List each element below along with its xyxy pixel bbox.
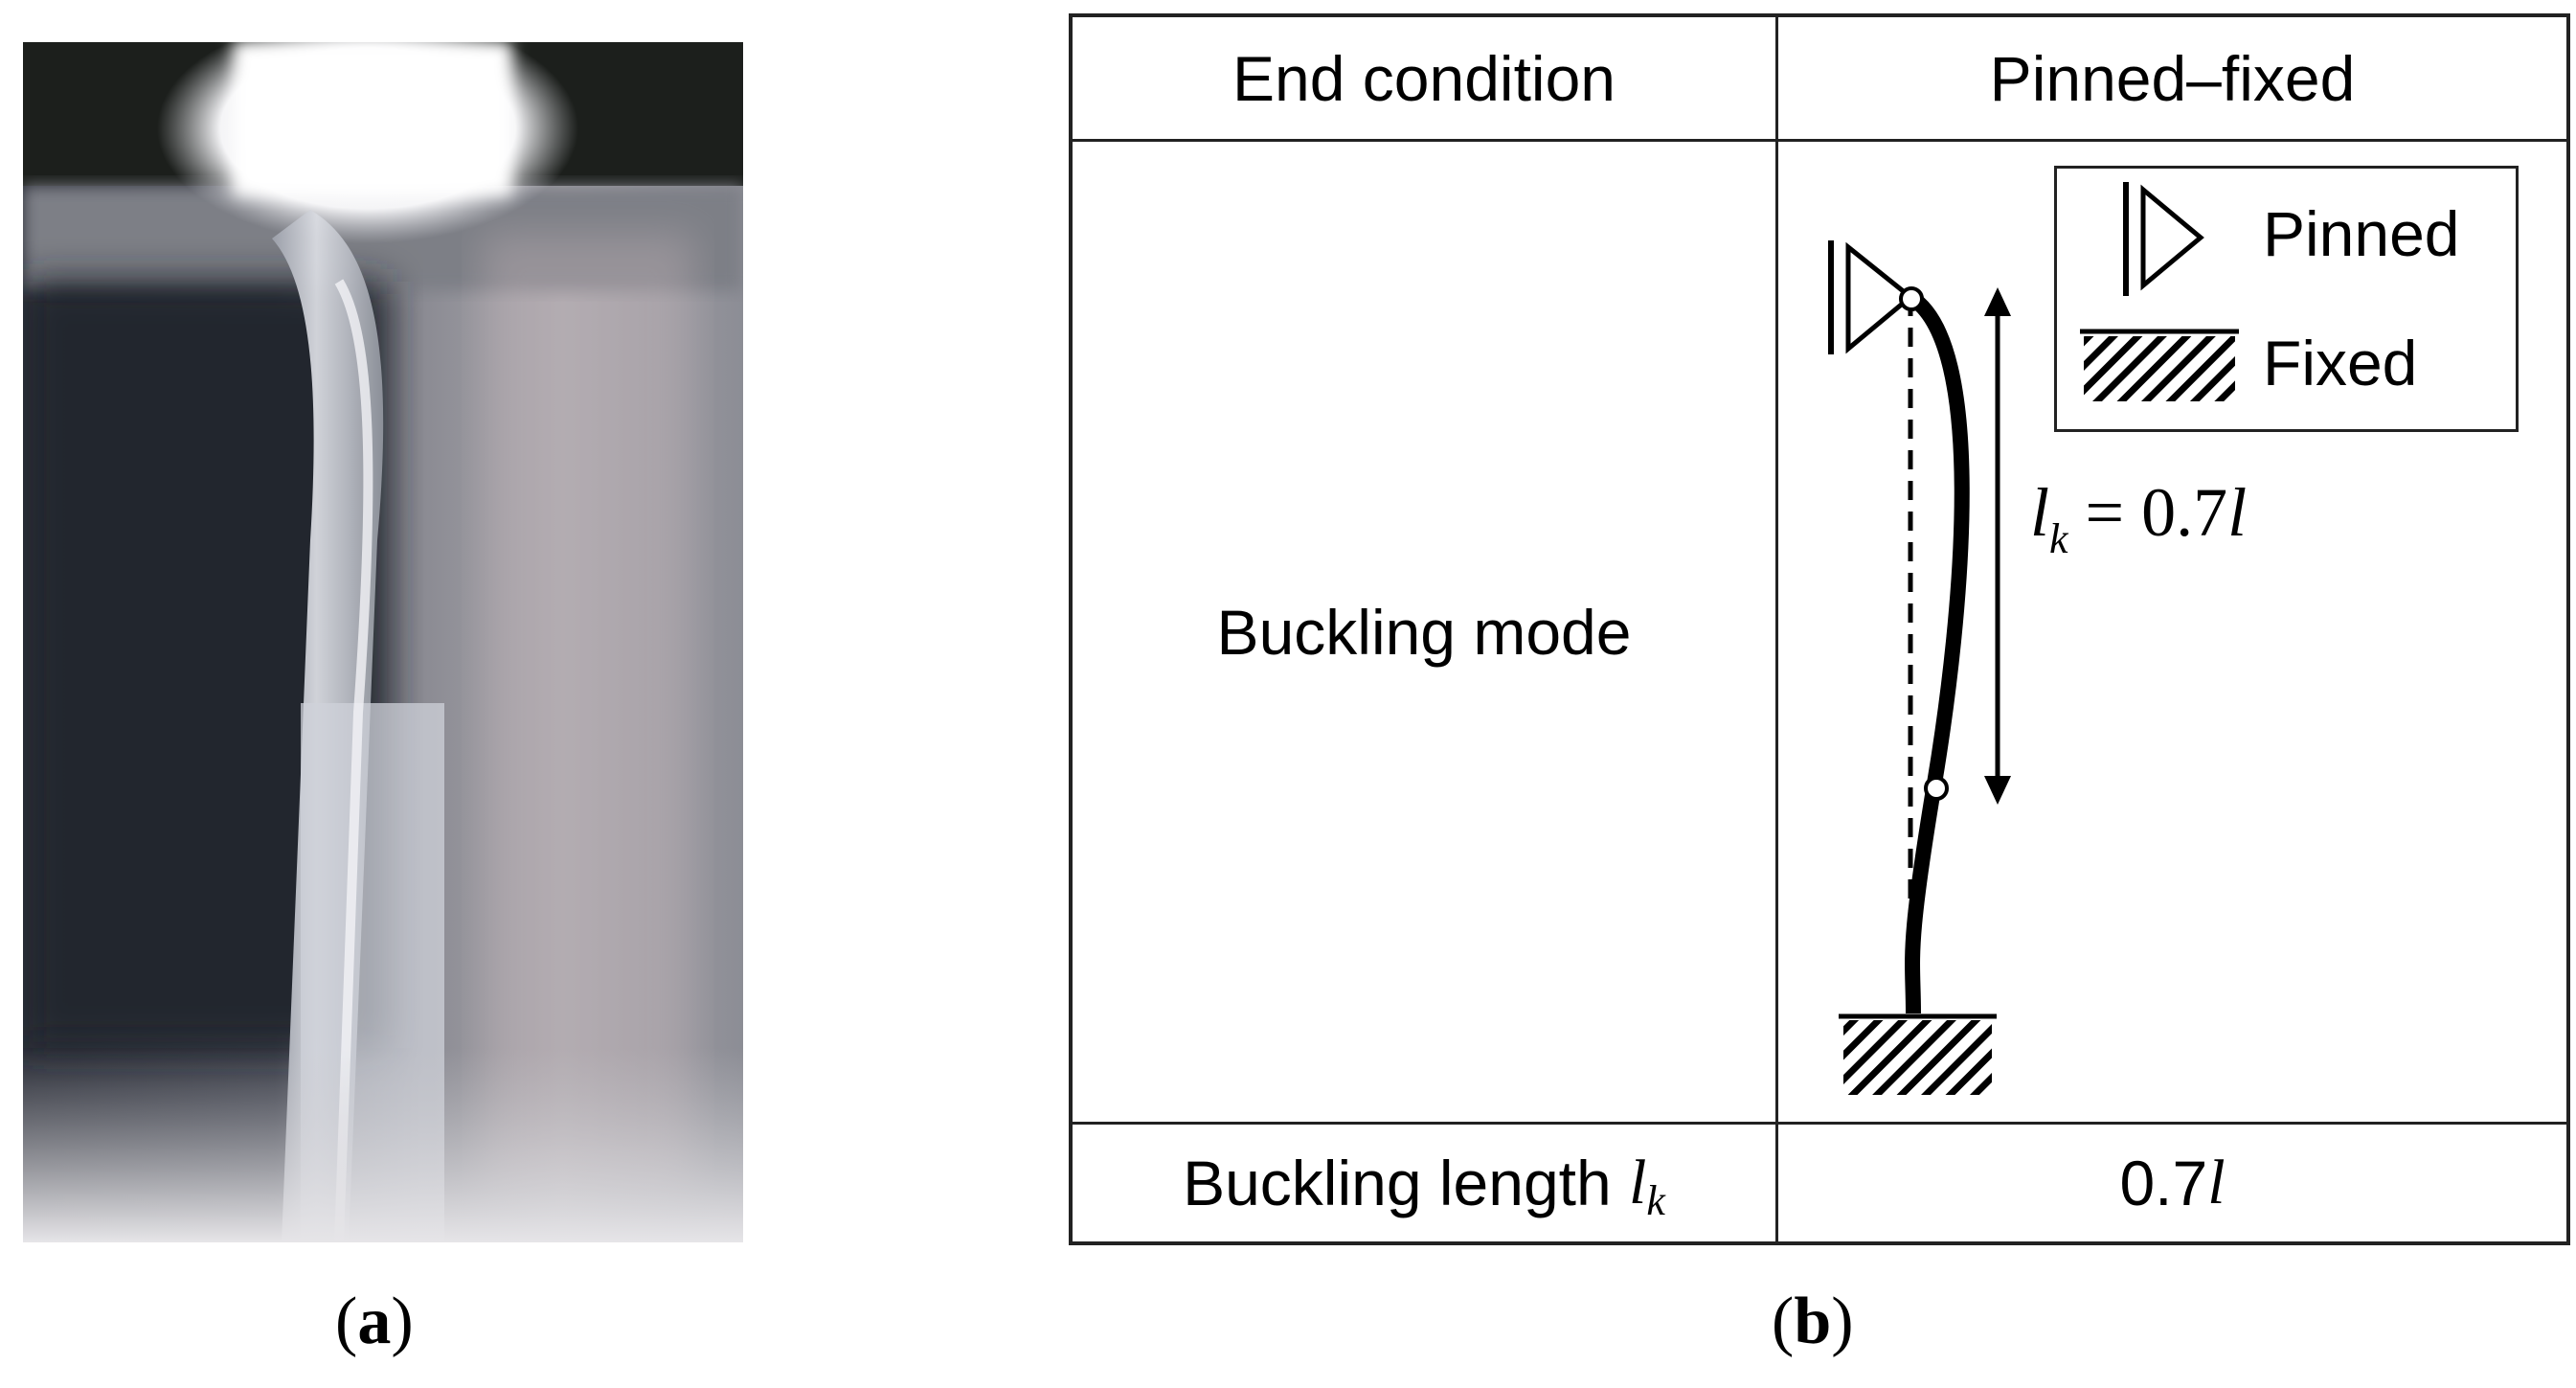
buckling-mode-diagram [1828, 240, 2011, 1095]
legend-box: Pinned Fixed [2054, 166, 2519, 432]
buckling-length-text: Buckling length [1183, 1148, 1630, 1218]
table-column-divider [1775, 17, 1778, 1241]
buckling-length-value-number: 0.7 [2119, 1148, 2208, 1218]
specimen-photo [23, 42, 743, 1242]
row-label-buckling-mode: Buckling mode [1073, 142, 1775, 1122]
buckled-column [1905, 290, 1970, 1014]
fixed-support-icon [1839, 1013, 1997, 1095]
formula-symbol: l [2030, 474, 2050, 551]
row-label-buckling-length: Buckling length l k [1073, 1125, 1775, 1241]
panel-label-a: (a) [335, 1285, 414, 1358]
header-pinned-fixed-text: Pinned–fixed [1989, 42, 2356, 114]
legend-pinned-icon [2123, 182, 2204, 296]
buckling-length-value-symbol: l [2207, 1148, 2226, 1217]
buckling-length-symbol: l [1629, 1148, 1647, 1217]
legend-pinned-label: Pinned [2263, 198, 2460, 269]
table-row-divider [1073, 1122, 2566, 1125]
formula-subscript: k [2049, 515, 2068, 562]
length-arrow [1984, 287, 2011, 805]
pinned-support-icon [1828, 240, 1914, 354]
table-row-divider [1073, 139, 2566, 142]
legend-fixed-icon [2080, 329, 2239, 401]
hinge-top-marker [1899, 286, 1924, 311]
panel-label-b: (b) [1772, 1285, 1854, 1358]
legend-fixed-label: Fixed [2263, 328, 2418, 398]
formula-length-symbol: l [2227, 474, 2248, 551]
buckling-mode-text: Buckling mode [1216, 596, 1632, 668]
header-pinned-fixed: Pinned–fixed [1778, 17, 2566, 139]
header-end-condition: End condition [1073, 17, 1775, 139]
buckling-length-value: 0.7 l [1778, 1125, 2566, 1241]
buckling-length-subscript: k [1646, 1176, 1665, 1224]
inflection-point-marker [1924, 776, 1949, 801]
formula-value: = 0.7 [2068, 474, 2228, 551]
legend-icons [2080, 182, 2239, 401]
end-condition-table: End condition Pinned–fixed Buckling mode… [1069, 13, 2570, 1245]
header-end-condition-text: End condition [1232, 42, 1616, 114]
buckling-length-formula: lk = 0.7l [2030, 473, 2248, 562]
